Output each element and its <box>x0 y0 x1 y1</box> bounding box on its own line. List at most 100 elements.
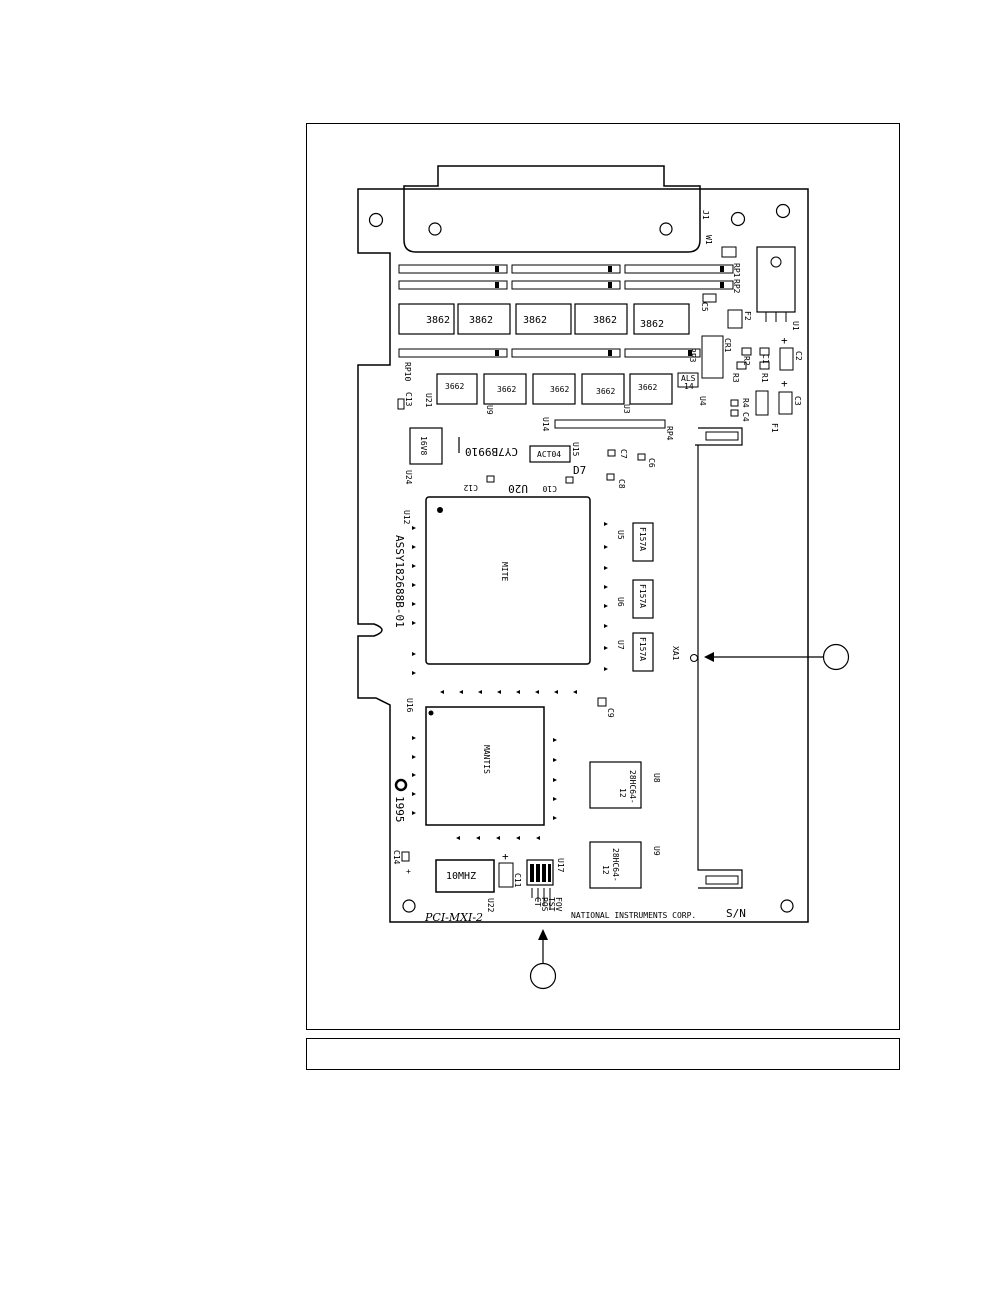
r2-resistor <box>741 347 752 356</box>
oscillator-chip <box>435 859 495 893</box>
c11-label: C11 <box>513 873 522 888</box>
board-name: PCI-MXI-2 <box>424 911 483 924</box>
mounting-hole <box>368 212 384 228</box>
u20-label: U20 <box>508 482 528 495</box>
switch-label-pos: POS <box>540 897 549 912</box>
c5-capacitor <box>702 293 717 303</box>
eeprom-u8-speed: 12 <box>618 788 627 798</box>
u3-label: U3 <box>622 404 631 414</box>
u7-label: U7 <box>616 640 625 650</box>
rp4-pack <box>554 419 666 429</box>
c12-label: C12 <box>463 483 478 492</box>
u16-label: U16 <box>405 698 414 713</box>
switch-label-ct: CT <box>533 897 542 907</box>
u4-label: U4 <box>698 396 707 406</box>
cr1-diode <box>701 335 724 379</box>
act04-label: ACT04 <box>537 450 561 459</box>
switch-label-tst: TST <box>547 897 556 912</box>
als-chip <box>677 372 699 388</box>
upper-chip-1-label: 3862 <box>426 315 450 326</box>
als-label: ALS <box>681 374 696 383</box>
c6-label: C6 <box>647 458 656 468</box>
xa1-label: XA1 <box>671 646 680 661</box>
rp3-label: RP3 <box>688 348 697 363</box>
dip-switch <box>526 859 554 886</box>
u17-label: U17 <box>556 858 565 873</box>
u5-label: U5 <box>616 530 625 540</box>
lower-chip-2-label: 3662 <box>497 385 516 394</box>
u8-label: U8 <box>652 773 661 783</box>
callout-2-circle <box>529 962 557 990</box>
c5-label: C5 <box>700 302 709 312</box>
switch-label-fov: FOV <box>554 897 563 912</box>
c8-label: C8 <box>617 479 626 489</box>
eeprom-u9-speed: 12 <box>601 865 610 875</box>
lower-chip-row: 3662 3662 3662 3662 3662 <box>436 373 673 405</box>
r4-label: R4 <box>741 398 750 408</box>
c3-plus: + <box>781 377 788 390</box>
w1-label: W1 <box>704 235 713 245</box>
c11-capacitor <box>498 862 514 888</box>
c7-label: C7 <box>619 449 628 459</box>
act04-chip <box>529 445 571 463</box>
c3-label: C3 <box>793 396 802 406</box>
manufacturer-label: NATIONAL INSTRUMENTS CORP. <box>571 911 696 920</box>
cy7b9910-label: CY7B9910 <box>465 445 518 458</box>
c9-label: C9 <box>606 708 615 718</box>
upper-chip-2-label: 3862 <box>469 315 493 326</box>
c9-capacitor <box>597 697 607 707</box>
u22-label: U22 <box>486 898 495 913</box>
mounting-hole <box>402 899 416 913</box>
callout-1-circle <box>822 643 850 671</box>
r3-resistor <box>736 361 747 370</box>
u1-hole <box>770 256 782 268</box>
xa1-slot-outline <box>695 427 743 889</box>
mite-label: MITE <box>500 562 509 581</box>
eeprom-u8-chip <box>589 761 642 809</box>
mantis-chip <box>425 706 545 826</box>
mite-pin1-dot <box>437 507 443 513</box>
eeprom-u9-label: 28HC64- <box>611 848 620 882</box>
mux-chip-u5 <box>632 522 654 562</box>
mantis-pin1-dot <box>428 710 434 716</box>
r2-label: R2 <box>742 356 751 366</box>
u9-label-top: U9 <box>485 405 494 415</box>
f1-fuse <box>755 390 769 416</box>
assembly-label: ASSY182688B-01 <box>393 535 406 628</box>
rp2-label: RP2 <box>732 279 741 294</box>
mux-u5-label: F157A <box>638 527 647 551</box>
pal-16v8-label: 16V8 <box>419 436 428 455</box>
f2-fuse <box>727 309 743 329</box>
mounting-hole <box>780 899 794 913</box>
callout-2-arrowhead <box>538 929 548 940</box>
d7-label: D7 <box>573 464 586 477</box>
u6-label: U6 <box>616 597 625 607</box>
lower-chip-1-label: 3662 <box>445 382 464 391</box>
c1-capacitor <box>759 347 770 356</box>
c11-plus: + <box>502 850 509 863</box>
board-outline <box>357 188 809 923</box>
c13-label: C13 <box>404 392 413 407</box>
c13-capacitor <box>397 398 405 410</box>
r1-resistor <box>759 361 770 370</box>
c4-label: C4 <box>741 412 750 422</box>
upper-chip-row: 3862 3862 3862 3862 3862 <box>398 303 690 335</box>
u9-label: U9 <box>652 846 661 856</box>
mux-u7-label: F157A <box>638 637 647 661</box>
mounting-hole <box>775 203 791 219</box>
xa1-hole <box>690 654 698 662</box>
rp4-label: RP4 <box>665 426 674 441</box>
u15-label: U15 <box>571 442 580 457</box>
c14-capacitor <box>401 851 410 862</box>
rp1-label: RP1 <box>732 263 741 278</box>
c14-label: C14 <box>392 850 401 865</box>
c2-capacitor <box>779 347 794 371</box>
c2-label: C2 <box>794 351 803 361</box>
r4-resistor <box>730 399 739 407</box>
c10-label: C10 <box>542 484 557 493</box>
pal-16v8-chip <box>409 427 443 465</box>
upper-chip-3-label: 3862 <box>523 315 547 326</box>
resistor-pack-rows <box>398 264 734 358</box>
j1-screw-hole <box>428 222 442 236</box>
